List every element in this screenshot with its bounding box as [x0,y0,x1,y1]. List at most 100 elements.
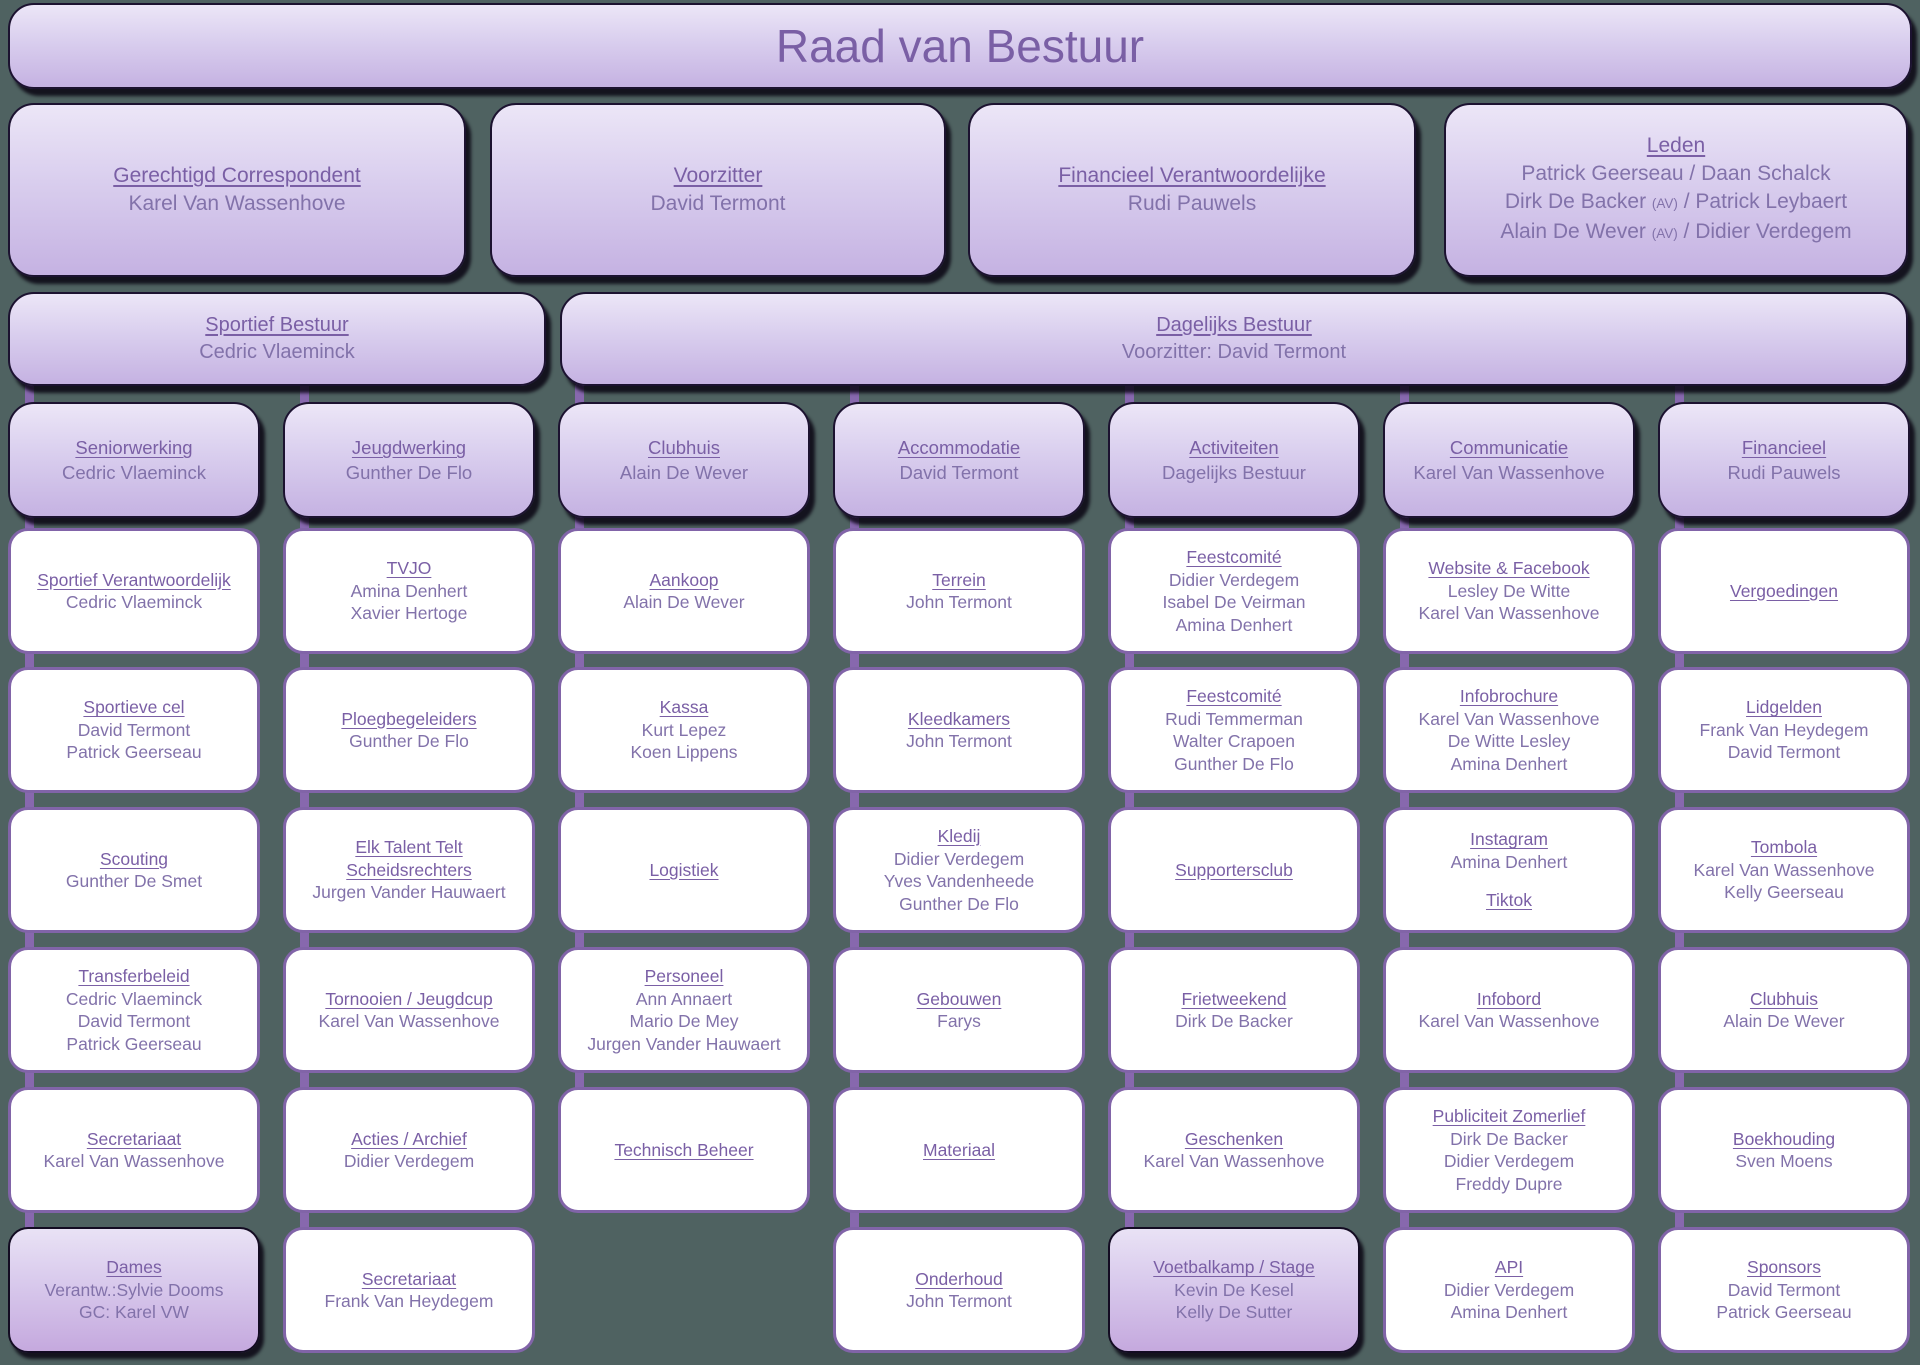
cell-name: Cedric Vlaeminck [65,592,203,612]
cell-name: Sven Moens [1735,1151,1833,1171]
cell-name: Amina Denhert [1450,1302,1568,1323]
cell-title: Boekhouding [1732,1128,1836,1149]
cell-name: Koen Lippens [630,742,738,763]
cell-name: Didier Verdegem [1443,1151,1575,1171]
cell-name: Dirk De Backer [1450,1128,1568,1149]
cell-name: Alain De Wever [623,592,745,612]
column-header-name: Dagelijks Bestuur [1162,462,1306,483]
cell-name: Patrick Geerseau [66,742,202,763]
connector-stub [1400,384,1409,406]
cell-title: Ploegbegeleiders [341,708,477,729]
cell-name: Isabel De Veirman [1162,592,1306,612]
cell-name: Kurt Lepez [641,719,727,740]
member-line-av-note: (AV) [1651,196,1678,211]
cell-name: John Termont [906,731,1012,751]
cell-title: Lidgelden [1746,697,1822,718]
cell-title: Supportersclub [1175,859,1293,880]
cell-name: Didier Verdegem [1443,1279,1575,1300]
cell-name: Kelly Geerseau [1724,882,1844,903]
board-box-name: Karel Van Wassenhove [128,192,346,215]
cell-title: Frietweekend [1181,988,1287,1009]
column-header-title: Clubhuis [648,437,720,458]
member-line-text: Dirk De Backer [1504,190,1652,213]
division-box-name: Voorzitter: David Termont [1121,341,1347,363]
connector-stub [850,384,859,406]
cell-title: Tombola [1750,837,1818,858]
board-box-title: Voorzitter [673,164,763,187]
org-cell: Logistiek [558,807,810,933]
cell-title: Kleedkamers [907,708,1011,729]
cell-name: Yves Vandenheede [883,871,1035,891]
cell-name: Didier Verdegem [893,848,1025,869]
cell-title: Feestcomité [1186,686,1282,706]
cell-name: Amina Denhert [1450,851,1568,872]
cell-title: Sponsors [1747,1257,1821,1278]
cell-name: Patrick Geerseau [66,1033,202,1054]
cell-title: Materiaal [923,1139,995,1160]
board-box-title: Gerechtigd Correspondent [113,164,361,187]
cell-name: Amina Denhert [1450,753,1568,774]
cell-title: Aankoop [649,569,719,590]
cell-name: Verantw.:Sylvie Dooms [44,1279,224,1300]
cell-name: De Witte Lesley [1447,731,1571,751]
cell-title: Publiciteit Zomerlief [1432,1106,1586,1126]
cell-name: Karel Van Wassenhove [1418,603,1600,624]
cell-name: Rudi Temmerman [1165,708,1303,729]
cell-title: Acties / Archief [351,1128,467,1149]
cell-title: Instagram [1470,829,1548,850]
cell-title: Kledij [937,826,981,846]
cell-name: GC: Karel VW [79,1302,189,1323]
cell-name: Xavier Hertoge [350,603,468,624]
cell-title: Scouting [99,848,169,869]
org-cell: Vergoedingen [1658,528,1910,654]
member-line: Dirk De Backer (AV) / Patrick Leybaert [1505,188,1847,218]
cell-title: Logistiek [649,859,719,880]
cell-name: David Termont [1727,1279,1841,1300]
member-line-text: / Patrick Leybaert [1677,190,1848,213]
cell-name: Amina Denhert [1175,614,1293,635]
column-header-name: Cedric Vlaeminck [62,462,206,483]
cell-name: Farys [937,1011,981,1031]
cell-name: Frank Van Heydegem [324,1291,494,1311]
connector-stub [25,384,34,406]
cell-title: Dames [106,1257,162,1278]
cell-name: Dirk De Backer [1175,1011,1293,1031]
cell-name: John Termont [906,1291,1012,1311]
cell-name: Gunther De Smet [65,871,203,891]
cell-title: TVJO [386,558,432,579]
column-header-title: Jeugdwerking [351,437,467,458]
cell-name: Kelly De Sutter [1175,1302,1293,1323]
cell-name: Didier Verdegem [343,1151,475,1171]
chart-title-box: Raad van Bestuur [8,3,1912,89]
column-header-name: Gunther De Flo [345,462,473,483]
cell-title: Sportieve cel [83,697,185,718]
member-line-text: / Didier Verdegem [1677,220,1852,243]
cell-name: Karel Van Wassenhove [1693,859,1875,880]
cell-name: Gunther De Flo [899,893,1019,914]
column-header-name: David Termont [899,462,1019,483]
cell-name: Didier Verdegem [1168,569,1300,590]
